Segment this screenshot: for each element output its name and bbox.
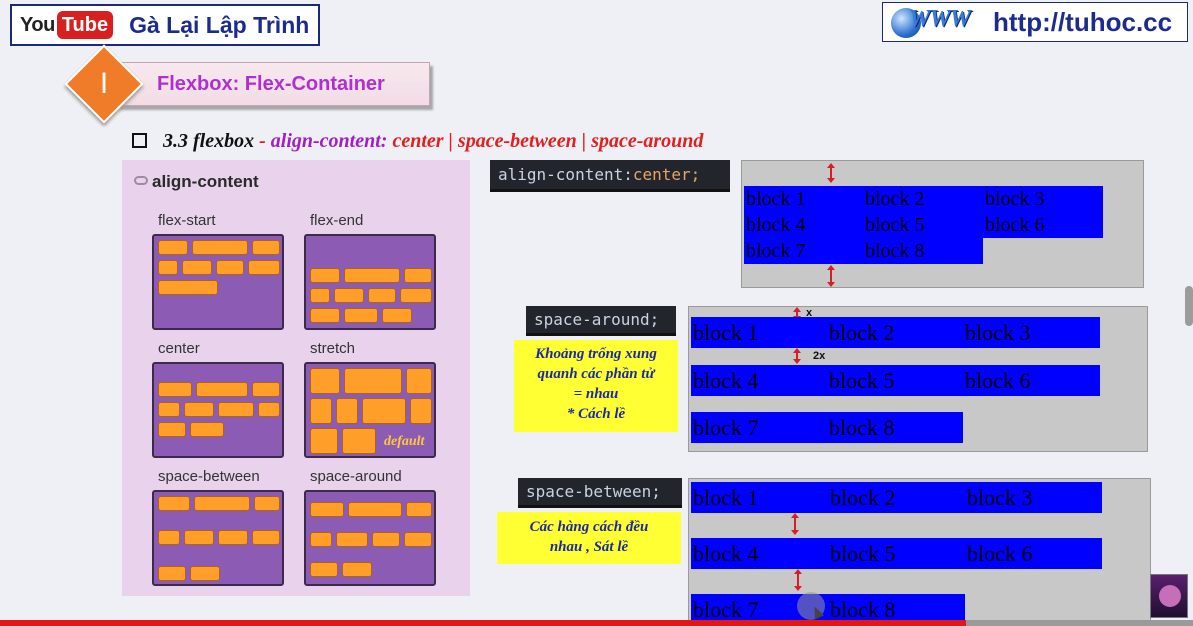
block-item: block 6 bbox=[983, 212, 1103, 238]
block-item: block 3 bbox=[965, 482, 1102, 513]
block-item: block 4 bbox=[691, 365, 827, 396]
block-item: block 2 bbox=[863, 186, 983, 212]
block-item: block 1 bbox=[691, 317, 827, 348]
container-space-between: block 1 block 2 block 3 block 4 block 5 … bbox=[688, 478, 1151, 625]
block-item: block 5 bbox=[863, 212, 983, 238]
block-item: block 7 bbox=[691, 412, 827, 443]
demo-flex-start bbox=[152, 234, 284, 330]
block-item: block 2 bbox=[828, 482, 965, 513]
gap-arrow-icon bbox=[826, 265, 836, 287]
note-space-around: Khoảng trống xung quanh các phần tử = nh… bbox=[514, 340, 678, 432]
website-url: http://tuhoc.cc bbox=[993, 6, 1173, 37]
block-item: block 3 bbox=[963, 317, 1100, 348]
gap-arrow-icon bbox=[790, 513, 800, 535]
block-item: block 8 bbox=[827, 412, 963, 443]
checkbox-bullet-icon bbox=[132, 133, 147, 148]
block-item: block 2 bbox=[827, 317, 963, 348]
gap-arrow-icon bbox=[792, 348, 802, 364]
gap-mark-x: x bbox=[806, 307, 813, 319]
code-align-content-center: align-content: center; bbox=[490, 160, 730, 192]
label-center: center bbox=[158, 340, 200, 357]
note-space-between: Các hàng cách đều nhau , Sát lề bbox=[497, 512, 681, 564]
block-item: block 5 bbox=[827, 365, 963, 396]
code-space-around: space-around; bbox=[526, 306, 676, 336]
topic-subtitle: 3.3 flexbox - align-content: center | sp… bbox=[132, 130, 703, 153]
website-box: WWW http://tuhoc.cc bbox=[882, 2, 1188, 42]
avatar-face-icon bbox=[1159, 585, 1181, 607]
block-item: block 1 bbox=[691, 482, 828, 513]
illustration-title: align-content bbox=[134, 172, 259, 192]
block-item: block 6 bbox=[965, 538, 1102, 569]
video-progress-fill[interactable] bbox=[0, 620, 967, 626]
label-space-between: space-between bbox=[158, 468, 260, 485]
youtube-logo-you: You bbox=[20, 13, 55, 36]
subtitle-prefix: 3.3 flexbox bbox=[163, 130, 255, 152]
section-title: Flexbox: Flex-Container bbox=[157, 73, 385, 95]
block-item: block 7 bbox=[744, 238, 863, 264]
cursor-highlight bbox=[797, 592, 825, 620]
section-number: I bbox=[99, 67, 109, 100]
www-globe-icon: WWW bbox=[887, 4, 991, 40]
demo-stretch: default bbox=[304, 362, 436, 458]
demo-space-around bbox=[304, 490, 436, 586]
channel-avatar-thumbnail[interactable] bbox=[1150, 574, 1188, 618]
block-item: block 6 bbox=[963, 365, 1100, 396]
default-tag: default bbox=[384, 434, 425, 449]
section-title-bar: Flexbox: Flex-Container bbox=[116, 62, 430, 106]
channel-brand-box: You Tube Gà Lại Lập Trình bbox=[10, 4, 320, 46]
subtitle-dash: - bbox=[254, 130, 271, 152]
subtitle-values: center | space-between | space-around bbox=[392, 130, 704, 152]
align-content-illustration: align-content flex-start flex-end center… bbox=[122, 160, 470, 596]
block-item: block 3 bbox=[983, 186, 1103, 212]
demo-flex-end bbox=[304, 234, 436, 330]
block-item: block 4 bbox=[691, 538, 828, 569]
gap-arrow-icon bbox=[793, 569, 803, 591]
label-flex-end: flex-end bbox=[310, 212, 364, 229]
scroll-handle[interactable] bbox=[1185, 286, 1193, 326]
container-space-around: x block 1 block 2 block 3 2x block 4 blo… bbox=[688, 306, 1148, 452]
block-item: block 5 bbox=[828, 538, 965, 569]
demo-center bbox=[152, 362, 284, 458]
code-space-between: space-between; bbox=[518, 478, 682, 508]
container-center: block 1 block 2 block 3 block 4 block 5 … bbox=[741, 160, 1144, 288]
subtitle-property: align-content: bbox=[270, 130, 393, 152]
label-space-around: space-around bbox=[310, 468, 402, 485]
block-item: block 8 bbox=[863, 238, 983, 264]
youtube-logo-tube: Tube bbox=[56, 11, 114, 39]
block-item: block 1 bbox=[744, 186, 863, 212]
gap-mark-2x: 2x bbox=[813, 350, 826, 362]
demo-space-between bbox=[152, 490, 284, 586]
gap-arrow-icon bbox=[826, 163, 836, 183]
link-icon bbox=[134, 176, 148, 185]
channel-name: Gà Lại Lập Trình bbox=[129, 11, 310, 38]
block-item: block 4 bbox=[744, 212, 863, 238]
block-item: block 8 bbox=[828, 594, 965, 625]
label-stretch: stretch bbox=[310, 340, 356, 357]
label-flex-start: flex-start bbox=[158, 212, 216, 229]
